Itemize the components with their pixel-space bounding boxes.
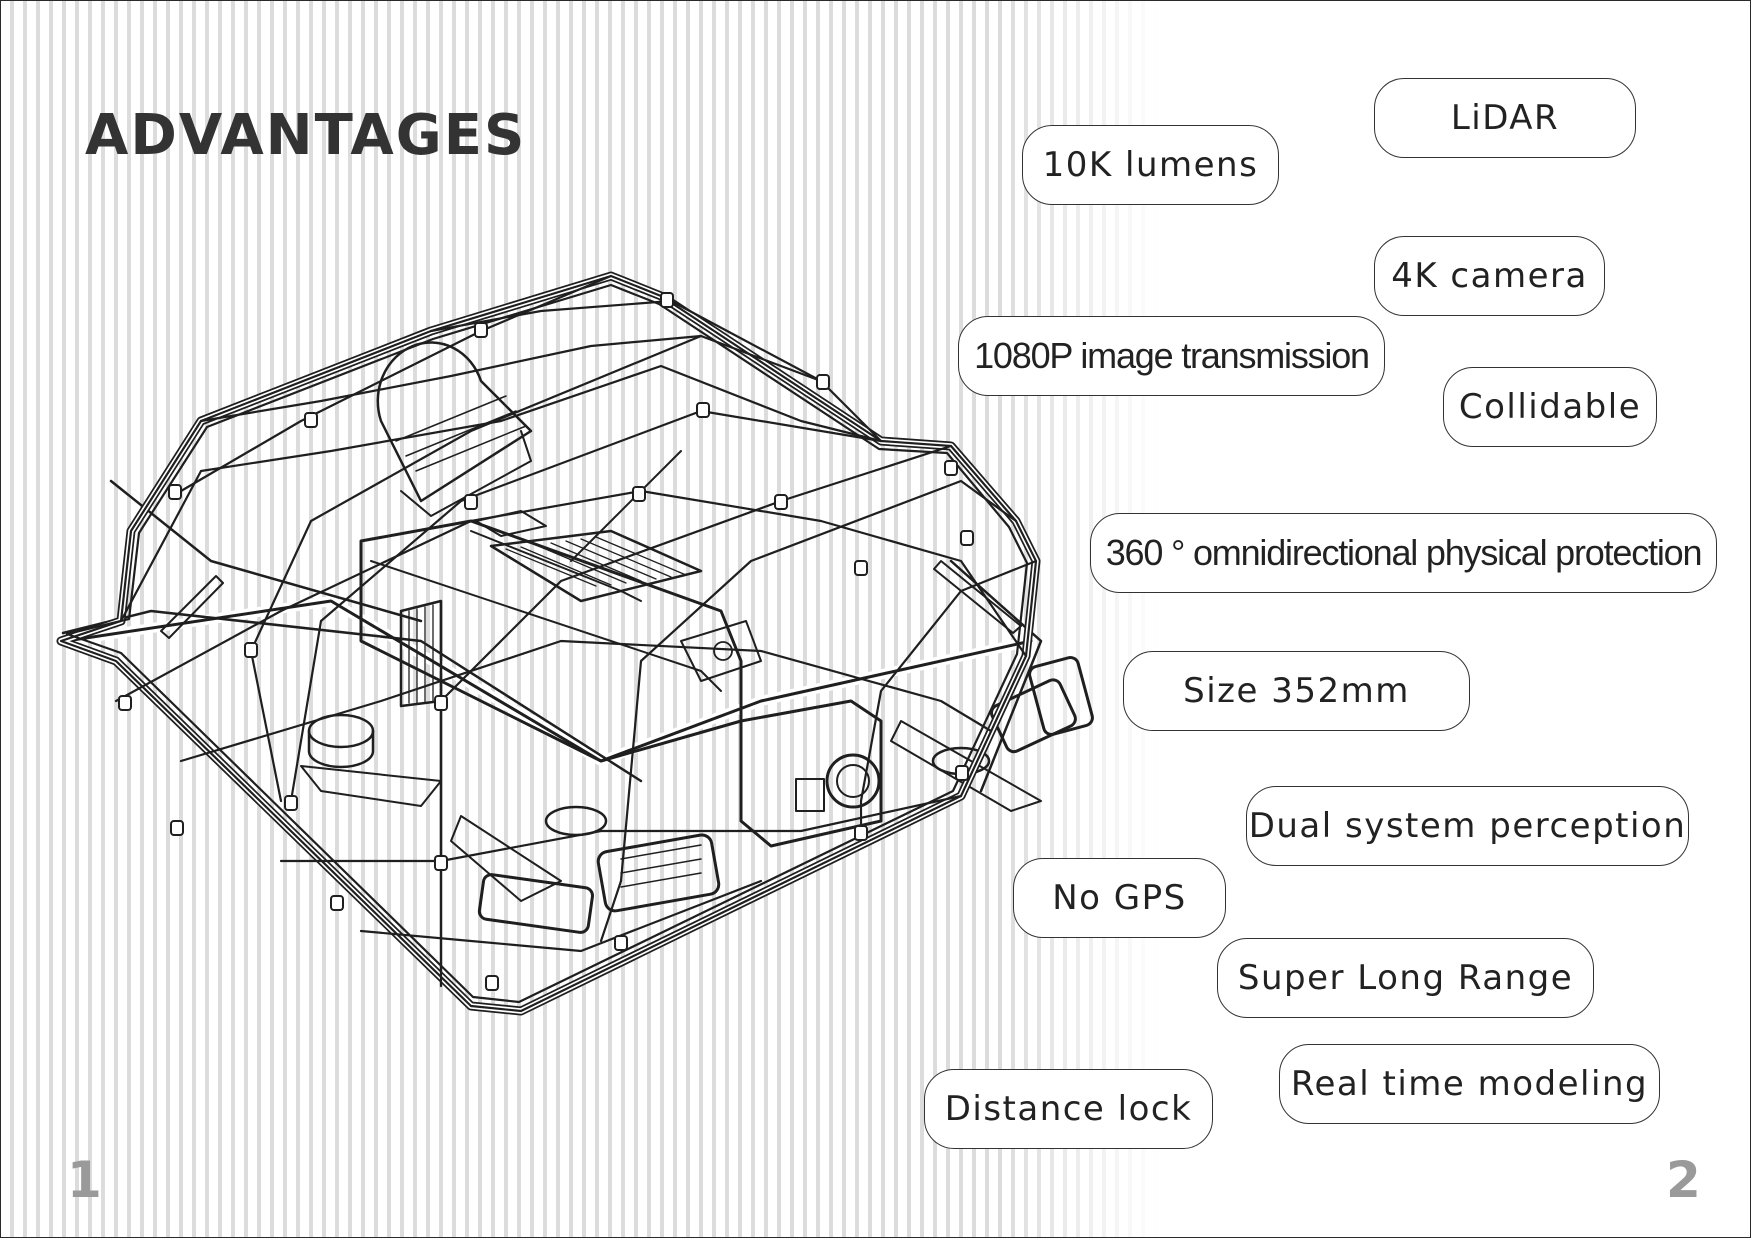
feature-lidar: LiDAR <box>1374 78 1636 158</box>
feature-collidable: Collidable <box>1443 367 1657 447</box>
feature-no-gps: No GPS <box>1013 858 1226 938</box>
feature-dual-system-perception: Dual system perception <box>1246 786 1689 866</box>
feature-10k-lumens: 10K lumens <box>1022 125 1279 205</box>
feature-360-protection: 360 ° omnidirectional physical protectio… <box>1090 513 1717 593</box>
feature-1080p-image-transmission: 1080P image transmission <box>958 316 1385 396</box>
feature-4k-camera: 4K camera <box>1374 236 1605 316</box>
page-number-left: 1 <box>67 1151 102 1209</box>
feature-size: Size 352mm <box>1123 651 1470 731</box>
feature-real-time-modeling: Real time modeling <box>1279 1044 1660 1124</box>
page-number-right: 2 <box>1666 1151 1701 1209</box>
feature-super-long-range: Super Long Range <box>1217 938 1594 1018</box>
feature-distance-lock: Distance lock <box>924 1069 1213 1149</box>
page-title: ADVANTAGES <box>85 103 527 168</box>
